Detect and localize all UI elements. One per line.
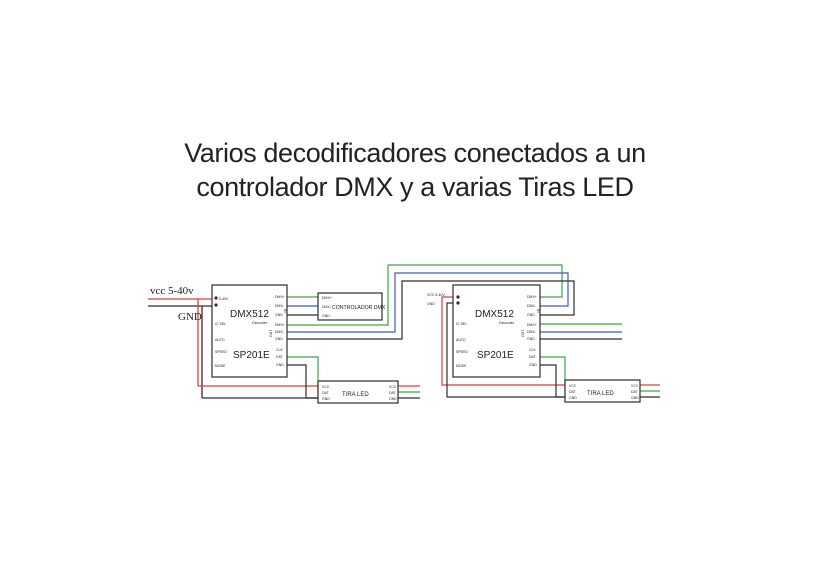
decoder-1-pin-dat: DAT <box>276 355 284 359</box>
dmx-controller: DMX+ DMX- GND CONTROLADOR DMX <box>317 292 386 321</box>
decoder-2-pin-out-plus: DMX+ <box>527 323 537 327</box>
decoder-1-pin-gnd: GND <box>276 363 284 367</box>
decoder-2-terminal <box>456 301 460 305</box>
decoder-2-box <box>452 284 541 378</box>
controller-box <box>317 292 383 321</box>
strip-2-pin-vcc-out: VCC <box>631 384 639 388</box>
wire-dat-strip2 <box>540 356 568 392</box>
decoder-1-terminal <box>214 296 218 300</box>
led-strip-2-box <box>564 379 641 403</box>
decoder-1-sub: Decoder <box>252 320 268 325</box>
decoder-2-sub: Decoder <box>499 320 515 325</box>
strip-1-label: TIRA LED <box>342 392 369 398</box>
decoder-2-out-label: OUT <box>521 329 525 337</box>
strip-2-pin-gnd-in: GND <box>569 396 577 400</box>
strip-1-pin-vcc-in: VCC <box>322 385 330 389</box>
controller-pin-plus: DMX+ <box>322 296 332 300</box>
wire-gnd-chain <box>287 280 575 340</box>
decoder-2-pin-out-gnd: GND <box>527 337 535 341</box>
wire-gnd-dec2 <box>446 302 565 398</box>
decoder-2-model: DMX512 <box>475 309 514 320</box>
strip-2-label: TIRA LED <box>587 391 614 397</box>
decoder-2-pin-in-minus: DMX- <box>527 304 537 308</box>
decoder-2-power-vcc: VCC 5-40V <box>427 293 445 297</box>
decoder-2: VCC 5-40V GND DMX512 Decoder SP201E IC S… <box>427 284 541 378</box>
wire-vcc-dec2 <box>441 296 565 386</box>
page-title: Varios decodificadores conectados a un c… <box>0 136 830 204</box>
gnd-label: GND <box>178 311 202 323</box>
strip-2-pin-dat-in: DAT <box>569 390 577 394</box>
led-strip-2: VCC DAT GND TIRA LED VCC DAT GND <box>564 379 641 403</box>
decoder-2-pin-dat: DAT <box>529 355 537 359</box>
decoder-1-pin-icsel: IC SEL <box>215 322 226 326</box>
strip-1-pin-gnd-in: GND <box>322 397 330 401</box>
decoder-1-pin-auto: AUTO <box>215 338 225 342</box>
decoder-2-pin-icsel: IC SEL <box>456 322 467 326</box>
strip-1-pin-vcc-out: VCC <box>389 385 397 389</box>
decoder-1-pin-speed: SPEED <box>215 350 227 354</box>
decoder-2-pin-auto: AUTO <box>456 338 466 342</box>
decoder-2-pin-mode: MODE <box>456 364 467 368</box>
decoder-1-pin-in-minus: DMX- <box>275 304 285 308</box>
strip-2-pin-gnd-out: GND <box>631 396 639 400</box>
wire-gnd-led1 <box>287 364 321 399</box>
decoder-2-pin-gnd: GND <box>529 363 537 367</box>
decoder-2-pin-out-minus: DMX- <box>527 330 537 334</box>
vcc-label: vcc 5-40v <box>150 285 194 297</box>
decoder-1-terminal <box>214 303 218 307</box>
decoder-1-model: DMX512 <box>230 309 269 320</box>
decoder-1-pin-mode: MODE <box>215 364 226 368</box>
decoder-1-pin-in-plus: DMX+ <box>275 295 285 299</box>
decoder-2-in-label: IN <box>536 309 540 313</box>
decoder-1-pin-out-minus: DMX- <box>275 330 285 334</box>
strip-1-pin-gnd-out: GND <box>389 397 397 401</box>
wire-dat-strip1 <box>287 356 321 393</box>
decoder-1-pin-out-plus: DMX+ <box>275 323 285 327</box>
led-strip-1: VCC DAT GND TIRA LED VCC DAT GND <box>317 380 399 404</box>
controller-pin-minus: DMX- <box>322 305 332 309</box>
led-strip-1-box <box>317 380 399 404</box>
decoder-1: 5-40V DMX512 Decoder SP201E IC SEL AUTO … <box>211 284 288 378</box>
controller-pin-gnd: GND <box>322 314 330 318</box>
wire-gnd-led2 <box>540 364 568 398</box>
decoder-1-pin-clk: CLK <box>276 348 283 352</box>
decoder-2-pin-clk: CLK <box>529 348 536 352</box>
decoder-1-out-label: OUT <box>269 329 273 337</box>
decoder-1-chip: SP201E <box>233 350 270 361</box>
strip-1-pin-dat-in: DAT <box>322 391 330 395</box>
decoder-2-terminal <box>456 295 460 299</box>
decoder-1-in-label: IN <box>283 309 287 313</box>
decoder-2-pin-in-plus: DMX+ <box>527 295 537 299</box>
decoder-1-pin-in-gnd: GND <box>275 313 283 317</box>
wire-dmx-plus-chain <box>287 264 563 326</box>
decoder-2-power-gnd: GND <box>427 302 435 306</box>
decoder-1-box <box>211 284 288 378</box>
decoder-2-pin-in-gnd: GND <box>527 313 535 317</box>
title-line-2: controlador DMX y a varias Tiras LED <box>196 172 634 202</box>
decoder-1-power-pin: 5-40V <box>219 297 229 301</box>
decoder-2-pin-speed: SPEED <box>456 350 468 354</box>
controller-label: CONTROLADOR DMX <box>332 305 386 311</box>
decoder-1-pin-out-gnd: GND <box>275 337 283 341</box>
decoder-2-chip: SP201E <box>477 350 514 361</box>
strip-2-pin-vcc-in: VCC <box>569 384 577 388</box>
strip-1-pin-dat-out: DAT <box>389 391 397 395</box>
strip-2-pin-dat-out: DAT <box>631 390 639 394</box>
title-line-1: Varios decodificadores conectados a un <box>184 138 646 168</box>
wire-dmx-minus-chain <box>287 272 569 333</box>
